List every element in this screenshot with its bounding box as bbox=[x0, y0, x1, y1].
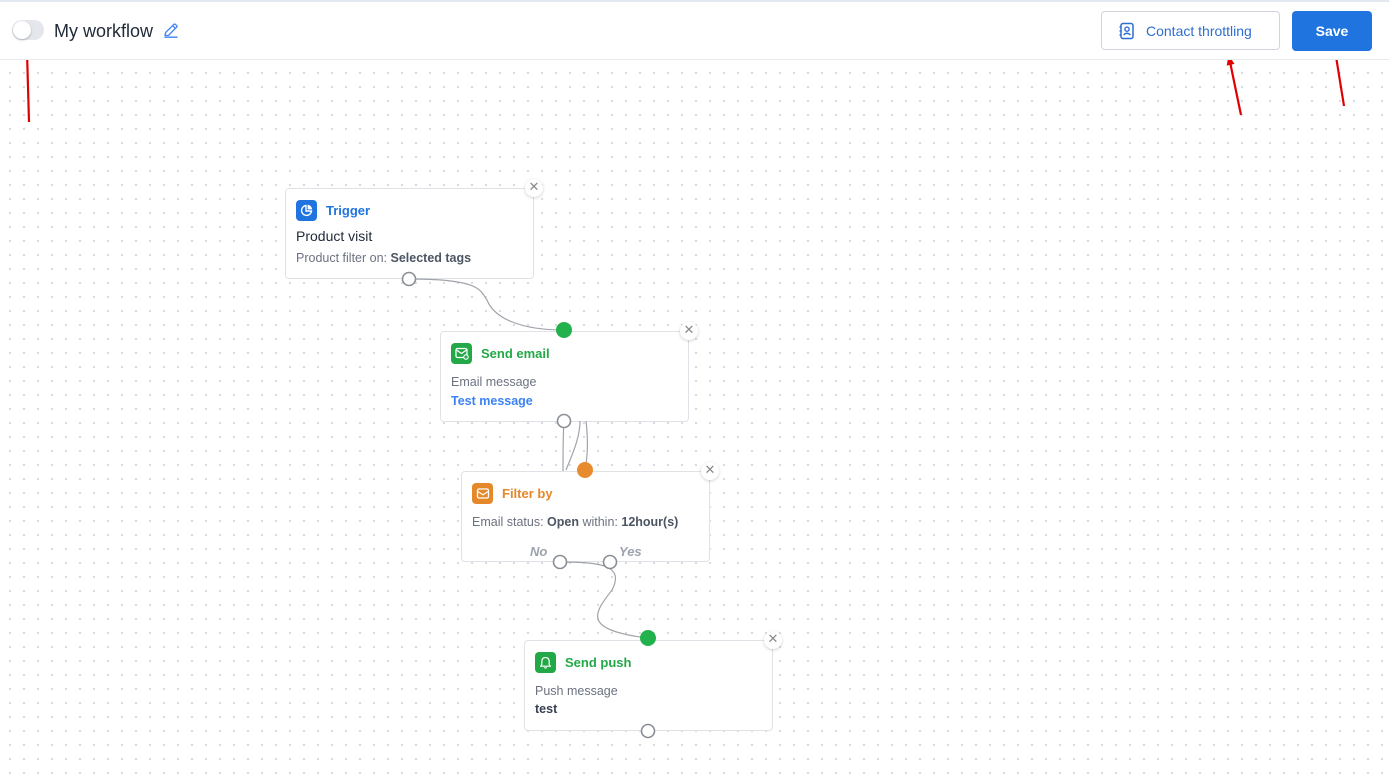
trigger-output-port bbox=[401, 271, 417, 287]
filter-yes-port bbox=[602, 554, 618, 570]
contact-book-icon bbox=[1118, 22, 1136, 40]
contact-throttling-label: Contact throttling bbox=[1146, 23, 1252, 39]
branch-yes-label: Yes bbox=[619, 544, 642, 559]
close-icon[interactable]: ✕ bbox=[701, 462, 719, 480]
detail-label: Product filter on: bbox=[296, 251, 391, 265]
workflow-title: My workflow bbox=[54, 21, 154, 41]
send-email-input-port bbox=[556, 322, 572, 338]
send-email-output-port bbox=[556, 413, 572, 429]
filter-no-port bbox=[552, 554, 568, 570]
node-detail-label: Push message bbox=[535, 684, 618, 698]
send-push-output-port bbox=[640, 723, 656, 739]
email-icon bbox=[451, 343, 472, 364]
node-type-label: Send push bbox=[565, 655, 632, 670]
email-message-link[interactable]: Test message bbox=[451, 394, 533, 408]
status-value: Open bbox=[547, 515, 579, 529]
send-email-node[interactable]: Send email Email message Test message ✕ bbox=[440, 322, 698, 422]
node-title: Product visit bbox=[296, 228, 373, 244]
trigger-node[interactable]: Trigger Product visit Product filter on:… bbox=[285, 179, 543, 279]
top-border bbox=[0, 0, 1389, 2]
envelope-open-icon bbox=[472, 483, 493, 504]
branch-no-label: No bbox=[530, 544, 548, 559]
workflow-active-toggle[interactable] bbox=[12, 20, 44, 40]
close-icon[interactable]: ✕ bbox=[764, 631, 782, 649]
send-push-input-port bbox=[640, 630, 656, 646]
contact-throttling-button[interactable]: Contact throttling bbox=[1101, 11, 1280, 50]
edit-title-icon[interactable] bbox=[162, 21, 180, 39]
within-value: 12hour(s) bbox=[621, 515, 679, 529]
node-detail: Product filter on: Selected tags bbox=[296, 250, 471, 266]
filter-input-port bbox=[577, 462, 593, 478]
filter-node[interactable]: Filter by Email status: Open within: 12h… bbox=[461, 462, 719, 562]
node-type-label: Filter by bbox=[502, 486, 553, 501]
node-type-label: Trigger bbox=[326, 203, 371, 218]
node-detail: Email status: Open within: 12hour(s) bbox=[472, 514, 678, 530]
toggle-knob bbox=[13, 21, 31, 39]
node-type-label: Send email bbox=[481, 346, 550, 361]
push-message-value: test bbox=[535, 702, 558, 716]
save-button[interactable]: Save bbox=[1292, 11, 1372, 51]
workflow-header: My workflow Contact throttling Save bbox=[0, 2, 1389, 60]
pie-chart-icon bbox=[296, 200, 317, 221]
status-label: Email status: bbox=[472, 515, 548, 529]
node-detail-label: Email message bbox=[451, 375, 537, 389]
close-icon[interactable]: ✕ bbox=[680, 322, 698, 340]
bell-icon bbox=[535, 652, 556, 673]
send-push-node[interactable]: Send push Push message test ✕ bbox=[524, 631, 782, 731]
within-label: within: bbox=[578, 515, 622, 529]
detail-value: Selected tags bbox=[390, 251, 472, 265]
close-icon[interactable]: ✕ bbox=[525, 179, 543, 197]
